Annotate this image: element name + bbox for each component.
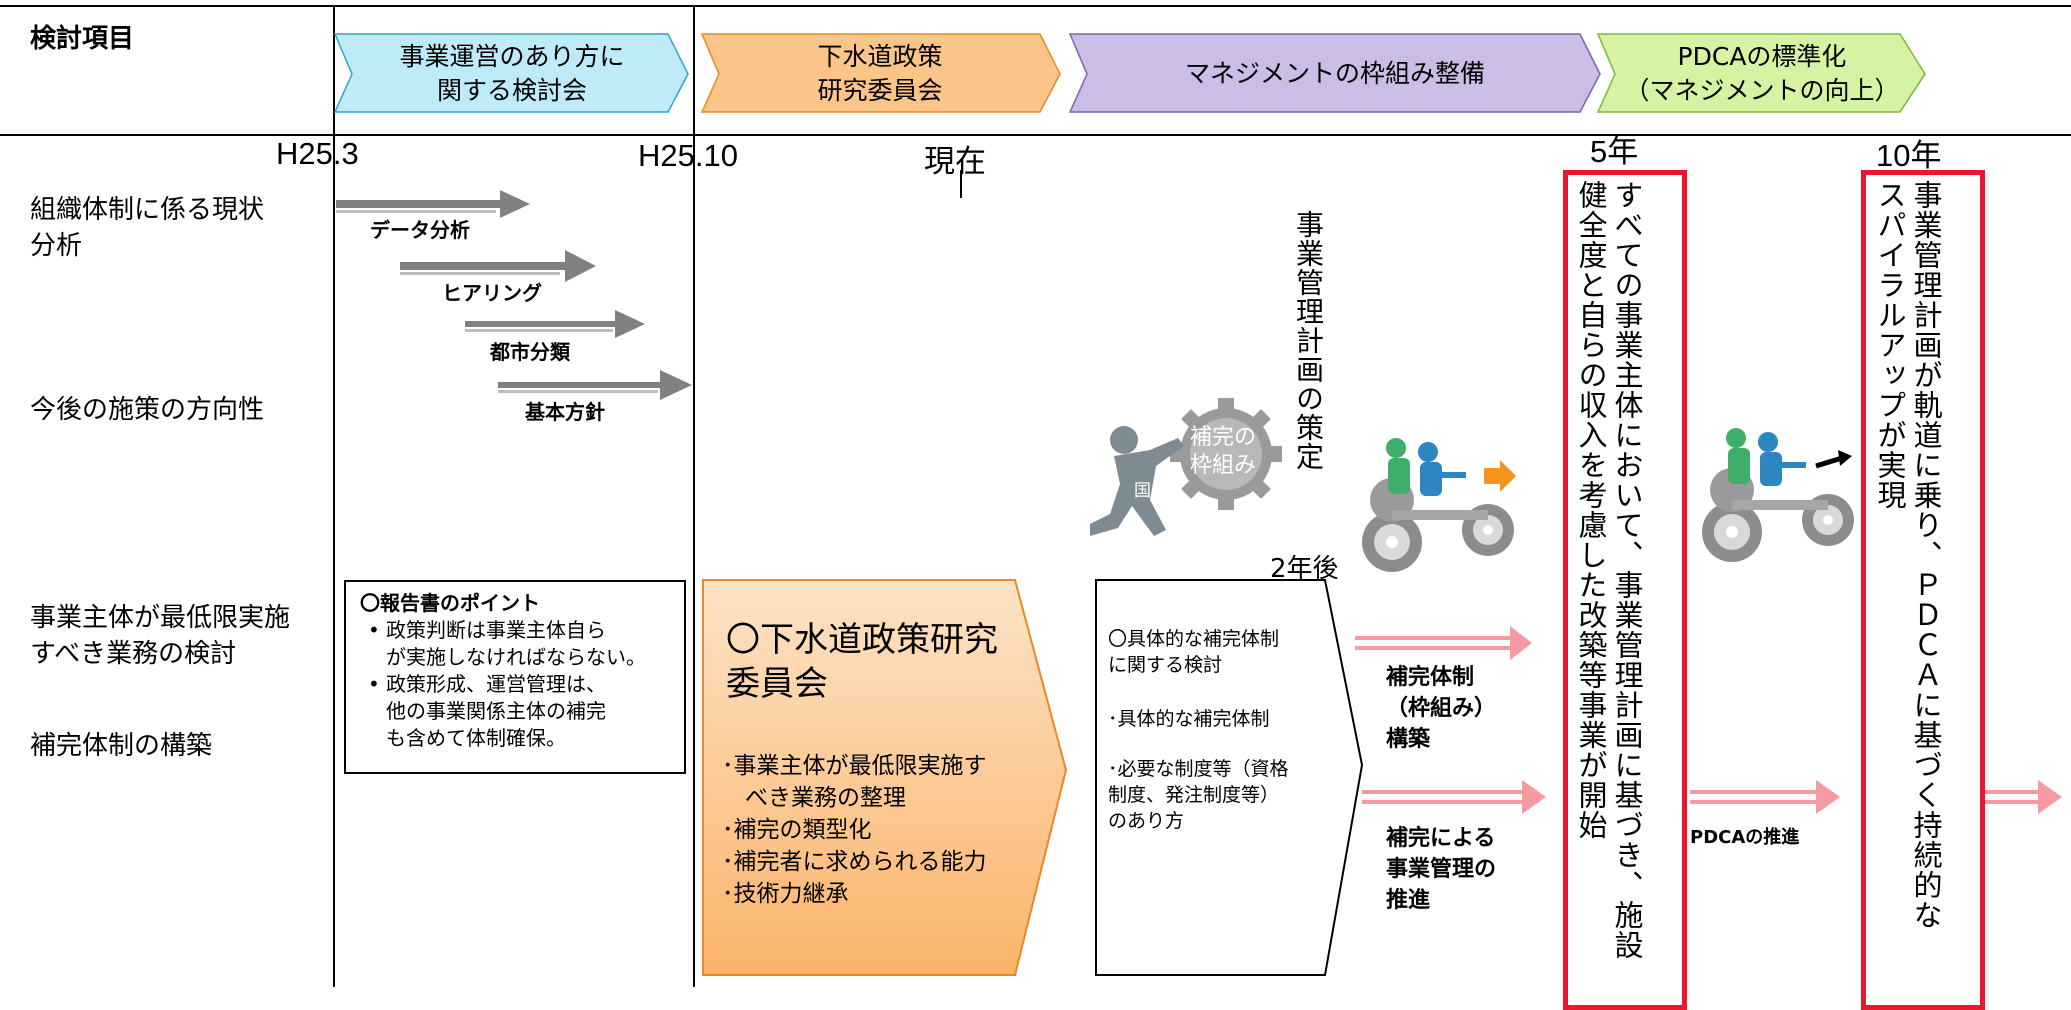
person-gear-illustration	[1090, 398, 1282, 536]
report-title: 〇報告書のポイント	[360, 591, 540, 615]
phase-1-label: 事業運営のあり方に関する検討会	[399, 42, 625, 105]
arrow-upper	[1355, 626, 1532, 660]
label-data-analysis: データ分析	[370, 218, 470, 242]
label-support-management: 補完による 事業管理の 推進	[1386, 826, 1497, 913]
date-now: 現在	[924, 144, 986, 179]
arrow-basic-policy	[498, 370, 692, 400]
plan-vertical-text: 事業管理計画の策定	[1292, 210, 1325, 471]
report-item-2: 政策形成、運営管理は、 他の事業関係主体の補完 も含めて体制確保。	[360, 671, 678, 752]
row-label-policy-direction: 今後の施策の方向性	[30, 395, 265, 425]
arrow-end	[1985, 780, 2062, 814]
arrow-city-class	[465, 310, 645, 338]
person-label: 国	[1134, 481, 1151, 501]
phase-4-chevron	[1596, 33, 1926, 113]
label-basic-policy: 基本方針	[525, 400, 605, 424]
report-points-box: 〇報告書のポイント 政策判断は事業主体自ら が実施しなければならない。 政策形成…	[344, 580, 686, 774]
tandem-bike-1	[1362, 438, 1516, 572]
phase-3-chevron	[1068, 33, 1601, 113]
label-pdca: PDCAの推進	[1690, 827, 1800, 848]
row-label-org-analysis: 組織体制に係る現状 分析	[30, 195, 265, 261]
rider-icon	[1386, 438, 1466, 496]
two-years-later: 2年後	[1270, 554, 1339, 584]
committee-item-4: ･技術力継承	[722, 881, 849, 907]
framework-items: 〇具体的な補完体制 に関する検討 ･具体的な補完体制 ･必要な制度等（資格 制度…	[1108, 626, 1289, 834]
col-divider-2	[693, 5, 695, 987]
committee-item-3: ･補完者に求められる能力	[722, 849, 987, 875]
date-5-year: 5年	[1590, 134, 1639, 169]
col-divider-1	[333, 5, 335, 987]
pink-arrows	[1355, 626, 2062, 814]
phase-chevrons	[333, 33, 1926, 113]
top-border	[0, 5, 2071, 7]
person-icon	[1090, 426, 1184, 536]
gear-icon	[1170, 398, 1282, 510]
committee-item-2: ･補完の類型化	[722, 817, 872, 843]
rider-icon	[1726, 428, 1806, 486]
arrow-pdca	[1690, 780, 1840, 814]
framework-item-3: ･必要な制度等（資格 制度、発注制度等） のあり方	[1108, 758, 1289, 832]
framework-box	[1095, 579, 1364, 976]
black-arrow-icon	[1815, 455, 1843, 469]
framework-item-1: 〇具体的な補完体制 に関する検討	[1108, 628, 1280, 676]
tandem-bike-2	[1702, 428, 1854, 562]
arrow-data-analysis	[336, 190, 530, 218]
corner-label: 検討項目	[30, 24, 135, 54]
date-h25-3: H25.3	[276, 136, 359, 171]
date-10-year: 10年	[1876, 138, 1942, 173]
label-hearing: ヒアリング	[442, 281, 542, 305]
gray-arrows	[336, 190, 692, 400]
date-h25-10: H25.10	[638, 138, 738, 173]
row-label-support-system: 補完体制の構築	[30, 731, 213, 761]
committee-items: ･事業主体が最低限実施す べき業務の整理 ･補完の類型化 ･補完者に求められる能…	[722, 750, 987, 910]
report-item-1: 政策判断は事業主体自ら が実施しなければならない。	[360, 617, 678, 671]
label-support-system-build: 補完体制 （枠組み） 構築	[1386, 665, 1497, 752]
now-tick	[960, 170, 962, 198]
header-divider	[0, 134, 2071, 136]
row-label-minimum-tasks: 事業主体が最低限実施 すべき業務の検討	[30, 603, 291, 669]
phase-2-chevron	[700, 33, 1061, 113]
arrow-hearing	[400, 250, 596, 282]
committee-chevron	[702, 579, 1068, 976]
ten-year-text: 事業管理計画が軌道に乗り、ＰＤＣＡに基づく持続的な スパイラルアップが実現	[1873, 180, 1943, 930]
phase-3-label: マネジメントの枠組み整備	[1184, 59, 1485, 88]
arrow-lower	[1362, 780, 1546, 814]
five-year-text: すべての事業主体において、事業管理計画に基づき、施設 健全度と自らの収入を考慮し…	[1574, 180, 1644, 960]
framework-item-2: ･具体的な補完体制	[1108, 708, 1270, 730]
gear-label: 補完の 枠組み	[1190, 425, 1257, 478]
committee-item-1: ･事業主体が最低限実施す べき業務の整理	[722, 753, 987, 811]
label-city-class: 都市分類	[490, 340, 570, 364]
phase-4-label: PDCAの標準化（マネジメントの向上）	[1624, 42, 1900, 105]
phase-2-label: 下水道政策研究委員会	[817, 42, 943, 105]
orange-arrow-icon	[1484, 460, 1516, 492]
committee-title: 〇下水道政策研究 委員会	[726, 620, 998, 704]
phase-1-chevron	[333, 33, 689, 113]
